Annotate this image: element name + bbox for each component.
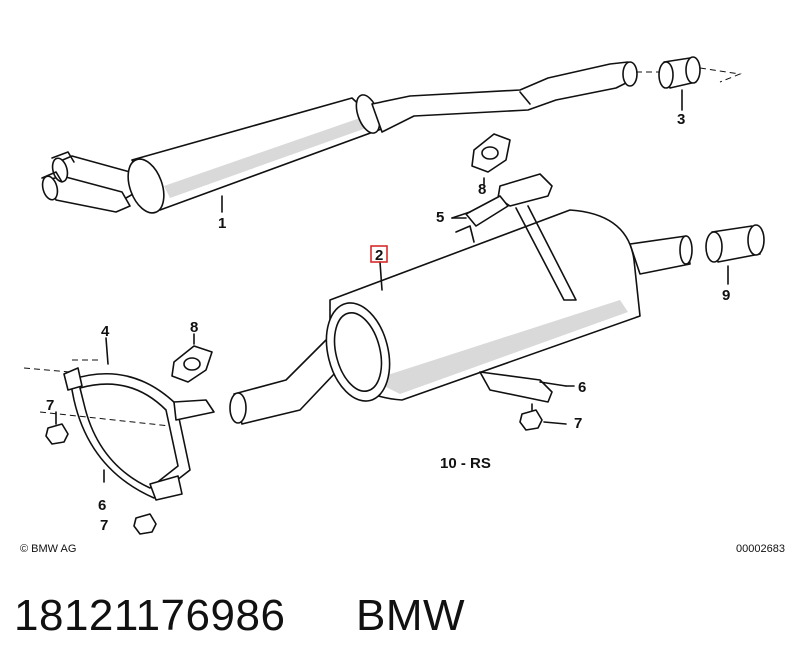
- nut-7-right: [519, 403, 567, 431]
- callout-7-left-upper[interactable]: 7: [46, 397, 54, 414]
- callout-8-top[interactable]: 8: [478, 181, 486, 198]
- callout-7-right[interactable]: 7: [574, 415, 582, 432]
- drawing-number: 00002683: [736, 543, 785, 555]
- callout-7-left-lower[interactable]: 7: [100, 517, 108, 534]
- rear-silencer-2: [229, 205, 693, 425]
- copyright-label: © BMW AG: [20, 543, 76, 555]
- callout-6-right[interactable]: 6: [578, 379, 586, 396]
- leader-2: [379, 261, 383, 291]
- leader-5: [451, 211, 471, 219]
- rubber-mount-8-left: [171, 333, 213, 383]
- nut-7-left-upper: [45, 411, 69, 445]
- callout-8-left[interactable]: 8: [190, 319, 198, 336]
- brand-name: BMW: [356, 591, 465, 640]
- bracket-6-right: [479, 371, 567, 403]
- callout-9[interactable]: 9: [722, 287, 730, 304]
- rubber-mount-8-top: [471, 133, 511, 185]
- front-silencer-assembly: [41, 61, 638, 214]
- clamp-assembly-left: [23, 337, 215, 501]
- nut-7-left-lower: [133, 513, 157, 535]
- callout-6-left[interactable]: 6: [98, 497, 106, 514]
- connecting-sleeve-9: [705, 224, 765, 285]
- variant-label: 10 - RS: [440, 455, 491, 472]
- callout-3[interactable]: 3: [677, 111, 685, 128]
- part-number: 18121176986: [14, 591, 285, 640]
- callout-4[interactable]: 4: [101, 323, 110, 340]
- callout-2[interactable]: 2: [375, 247, 383, 264]
- highlight-box-2: [370, 245, 388, 263]
- callout-5[interactable]: 5: [436, 209, 444, 226]
- hanger-bracket-5: [451, 173, 553, 243]
- callout-1[interactable]: 1: [218, 215, 226, 232]
- connecting-sleeve-3: [636, 56, 742, 111]
